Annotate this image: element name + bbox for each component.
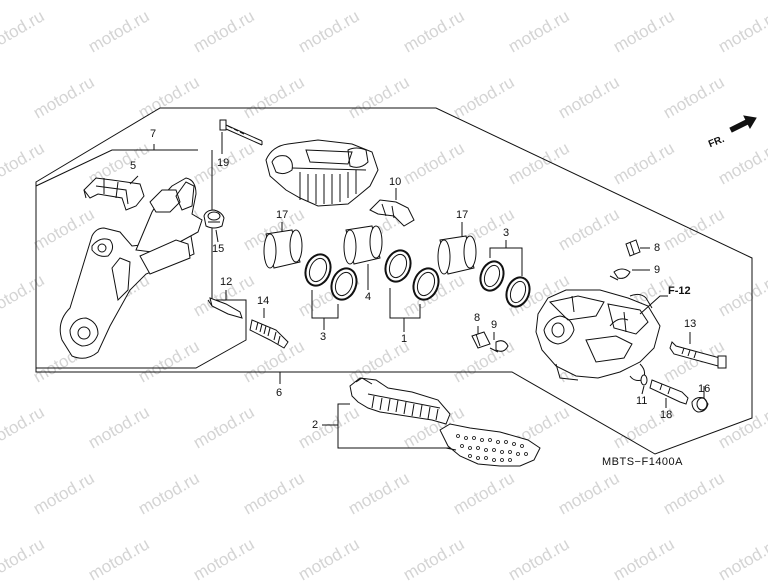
callout-3b: 3 <box>503 227 510 239</box>
pad-dots <box>456 434 528 462</box>
callout-12: 12 <box>220 276 233 288</box>
pin-18 <box>649 379 689 405</box>
seal-ring-right-b <box>505 276 531 308</box>
caliper-body-right <box>535 289 661 381</box>
callout-9b: 9 <box>491 319 498 331</box>
bracket-group-outline <box>35 149 247 369</box>
leader-15 <box>215 229 219 243</box>
leader-pad-lower <box>445 447 457 451</box>
callout-7: 7 <box>150 128 157 140</box>
callout-17a: 17 <box>276 209 289 221</box>
seal-ring-left-a <box>304 253 332 287</box>
bracket-3-left <box>311 290 339 319</box>
seal-ring-right-a <box>479 260 505 292</box>
callout-1: 1 <box>401 333 408 345</box>
pin-14 <box>249 319 289 349</box>
bolt-13 <box>669 341 727 369</box>
bleeder-8-right <box>625 239 641 257</box>
callout-14: 14 <box>257 295 270 307</box>
cap-9-mid <box>489 340 509 353</box>
callout-15: 15 <box>212 243 225 255</box>
pad-group-line <box>337 403 470 449</box>
seal-ring-left-b <box>330 267 358 301</box>
callout-16: 16 <box>698 383 711 395</box>
leader-11 <box>641 385 645 395</box>
diagram-code: MBTS−F1400A <box>602 456 684 468</box>
pad-spring-10 <box>369 199 415 227</box>
callout-6: 6 <box>276 387 283 399</box>
washer-11 <box>640 374 648 386</box>
brake-pad-lower <box>439 423 541 467</box>
callout-2: 2 <box>312 419 319 431</box>
callout-11: 11 <box>636 395 648 407</box>
callout-3a: 3 <box>320 331 327 343</box>
leader-5 <box>129 175 139 185</box>
callout-8a: 8 <box>654 242 661 254</box>
bracket-1 <box>389 288 421 319</box>
fr-arrow-icon <box>729 115 757 133</box>
piston-17-left <box>263 229 303 269</box>
piston-4 <box>343 225 383 265</box>
callout-5: 5 <box>130 160 137 172</box>
callout-13: 13 <box>684 318 697 330</box>
brake-pad-upper <box>349 377 451 425</box>
callout-19: 19 <box>217 157 230 169</box>
callout-17b: 17 <box>456 209 469 221</box>
caliper-bracket-7 <box>59 177 203 359</box>
seal-ring-mid-a <box>384 249 412 283</box>
caliper-body-left <box>265 139 379 207</box>
piston-17-right <box>437 235 477 275</box>
callout-10: 10 <box>389 176 402 188</box>
callout-18: 18 <box>660 409 673 421</box>
pad-spring-5 <box>83 177 145 211</box>
callout-8b: 8 <box>474 312 481 324</box>
pin-12 <box>207 297 243 319</box>
cap-9-right <box>609 268 631 281</box>
cap-16 <box>691 397 709 413</box>
reference-label: F-12 <box>668 285 691 297</box>
boot-15 <box>203 209 225 229</box>
leader-f12 <box>639 295 668 315</box>
callout-4: 4 <box>365 291 372 303</box>
seal-ring-mid-b <box>412 267 440 301</box>
bleeder-8-mid <box>471 331 491 349</box>
callout-9a: 9 <box>654 264 661 276</box>
bolt-19 <box>219 119 263 146</box>
